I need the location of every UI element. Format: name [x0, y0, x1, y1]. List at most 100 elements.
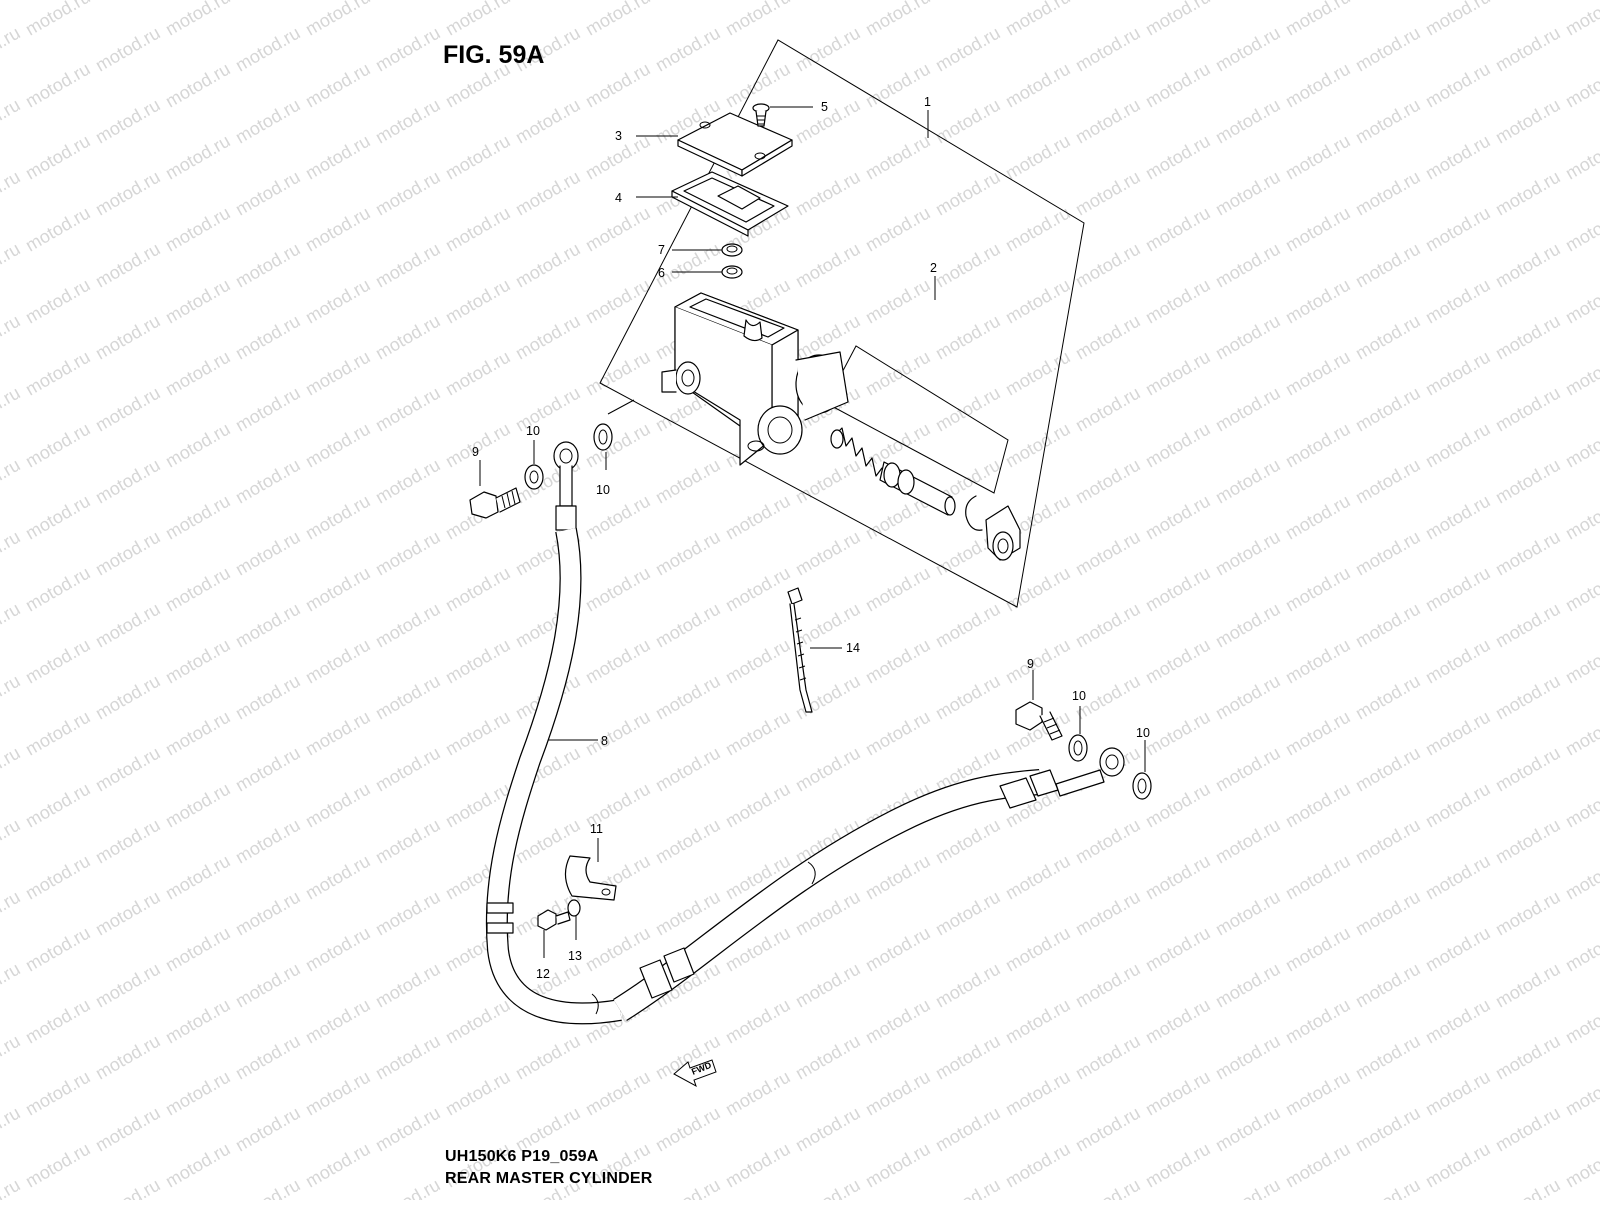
washer-lower-right: [1132, 772, 1152, 800]
watermark-text: motod.ru: [582, 347, 654, 400]
watermark-text: motod.ru: [1072, 887, 1144, 940]
watermark-text: motod.ru: [792, 1031, 864, 1084]
watermark-text: motod.ru: [932, 1175, 1004, 1200]
watermark-text: motod.ru: [92, 527, 164, 580]
watermark-text: motod.ru: [862, 635, 934, 688]
watermark-text: motod.ru: [232, 1103, 304, 1156]
watermark-text: motod.ru: [512, 383, 584, 436]
hose-clamp: [564, 855, 617, 901]
watermark-text: motod.ru: [1212, 959, 1284, 1012]
watermark-text: motod.ru: [1352, 1103, 1424, 1156]
watermark-text: motod.ru: [1352, 743, 1424, 796]
watermark-text: motod.ru: [1072, 311, 1144, 364]
watermark-text: motod.ru: [1492, 599, 1564, 652]
watermark-text: motod.ru: [1002, 131, 1074, 184]
reservoir-cap: [677, 112, 793, 177]
watermark-text: motod.ru: [1282, 1139, 1354, 1192]
watermark-text: motod.ru: [1422, 203, 1494, 256]
watermark-text: motod.ru: [92, 1031, 164, 1084]
figure-code: UH150K6 P19_059A: [445, 1148, 599, 1165]
watermark-text: motod.ru: [232, 1175, 304, 1200]
watermark-text: motod.ru: [1282, 275, 1354, 328]
watermark-text: motod.ru: [1142, 59, 1214, 112]
watermark-text: motod.ru: [932, 815, 1004, 868]
watermark-text: motod.ru: [792, 527, 864, 580]
watermark-text: motod.ru: [1072, 599, 1144, 652]
ring-6: [721, 265, 743, 279]
watermark-text: motod.ru: [1422, 419, 1494, 472]
watermark-text: motod.ru: [0, 599, 24, 652]
watermark-text: motod.ru: [932, 383, 1004, 436]
watermark-text: motod.ru: [1282, 203, 1354, 256]
watermark-text: motod.ru: [1282, 419, 1354, 472]
watermark-text: motod.ru: [232, 0, 304, 3]
watermark-text: motod.ru: [1352, 599, 1424, 652]
watermark-text: motod.ru: [512, 95, 584, 148]
watermark-text: motod.ru: [302, 0, 374, 39]
watermark-text: motod.ru: [92, 959, 164, 1012]
watermark-text: motod.ru: [1072, 959, 1144, 1012]
watermark-text: motod.ru: [162, 563, 234, 616]
watermark-text: motod.ru: [1562, 563, 1600, 616]
watermark-text: motod.ru: [512, 0, 584, 3]
watermark-text: motod.ru: [1142, 923, 1214, 976]
watermark-text: motod.ru: [162, 131, 234, 184]
watermark-text: motod.ru: [1212, 671, 1284, 724]
watermark-text: motod.ru: [22, 347, 94, 400]
circlip: [965, 495, 983, 531]
watermark-text: motod.ru: [1562, 347, 1600, 400]
piston-kit-box: [825, 345, 1009, 494]
watermark-text: motod.ru: [582, 0, 654, 39]
watermark-text: motod.ru: [0, 95, 24, 148]
washer-lower-left: [1068, 734, 1088, 762]
watermark-text: motod.ru: [232, 743, 304, 796]
watermark-text: motod.ru: [1142, 419, 1214, 472]
watermark-text: motod.ru: [302, 707, 374, 760]
watermark-text: motod.ru: [1142, 275, 1214, 328]
callout-13: 13: [568, 949, 582, 963]
watermark-text: motod.ru: [232, 167, 304, 220]
watermark-text: motod.ru: [22, 0, 94, 39]
watermark-text: motod.ru: [1422, 491, 1494, 544]
watermark-text: motod.ru: [22, 851, 94, 904]
watermark-text: motod.ru: [652, 1175, 724, 1200]
watermark-text: motod.ru: [862, 563, 934, 616]
watermark-text: motod.ru: [652, 671, 724, 724]
watermark-text: motod.ru: [162, 347, 234, 400]
watermark-text: motod.ru: [162, 1067, 234, 1120]
watermark-text: motod.ru: [162, 635, 234, 688]
watermark-text: motod.ru: [1492, 527, 1564, 580]
watermark-text: motod.ru: [92, 887, 164, 940]
watermark-text: motod.ru: [722, 1139, 794, 1192]
callout-3: 3: [615, 129, 622, 143]
watermark-text: motod.ru: [1492, 743, 1564, 796]
watermark-text: motod.ru: [512, 239, 584, 292]
watermark-text: motod.ru: [1352, 167, 1424, 220]
callout-9-lower: 9: [1027, 657, 1034, 671]
watermark-text: motod.ru: [302, 491, 374, 544]
watermark-text: motod.ru: [92, 0, 164, 3]
watermark-text: motod.ru: [1562, 0, 1600, 39]
watermark-text: motod.ru: [722, 1067, 794, 1120]
watermark-text: motod.ru: [372, 1031, 444, 1084]
watermark-text: motod.ru: [232, 1031, 304, 1084]
callout-labels: 1 2 3 4 5 6 7 8 9 10 10 10 9 10 10 11 12…: [472, 95, 1150, 981]
watermark-text: motod.ru: [582, 59, 654, 112]
watermark-text: motod.ru: [862, 347, 934, 400]
watermark-text: motod.ru: [1562, 419, 1600, 472]
watermark-text: motod.ru: [1492, 95, 1564, 148]
watermark-text: motod.ru: [1002, 419, 1074, 472]
watermark-text: motod.ru: [92, 599, 164, 652]
watermark-text: motod.ru: [1142, 203, 1214, 256]
watermark-text: motod.ru: [1212, 239, 1284, 292]
watermark-text: motod.ru: [1562, 995, 1600, 1048]
watermark-text: motod.ru: [862, 275, 934, 328]
watermark-text: motod.ru: [932, 23, 1004, 76]
watermark-text: motod.ru: [1142, 995, 1214, 1048]
watermark-text: motod.ru: [932, 671, 1004, 724]
watermark-text: motod.ru: [862, 203, 934, 256]
watermark-text: motod.ru: [1212, 743, 1284, 796]
watermark-text: motod.ru: [1072, 0, 1144, 3]
watermark-text: motod.ru: [1352, 23, 1424, 76]
